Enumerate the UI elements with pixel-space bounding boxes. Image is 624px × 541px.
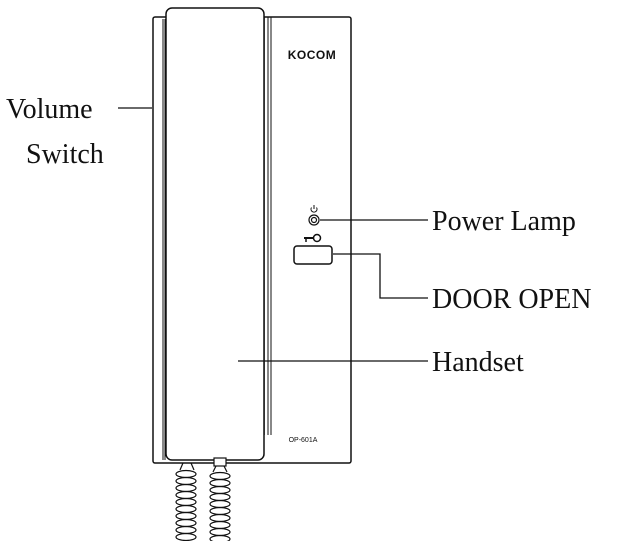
power-lamp [308,214,320,226]
door-open-leader [333,253,428,299]
door-open-label: DOOR OPEN [432,284,592,315]
coiled-cord-left [175,462,197,541]
power-icon [310,205,318,213]
handset[interactable] [165,7,265,461]
coiled-cord-right [209,465,231,541]
leader-lines [118,107,428,362]
cord-plug [213,457,227,467]
brand-logo: KOCOM [288,48,337,62]
handset-label: Handset [432,347,524,378]
power-lamp-label: Power Lamp [432,206,576,237]
model-label: OP-601A [289,437,318,444]
volume-switch-label-line1: Volume [6,94,93,125]
volume-switch-label-line2: Switch [26,139,104,170]
door-open-button[interactable] [293,245,333,265]
key-icon [304,233,322,243]
